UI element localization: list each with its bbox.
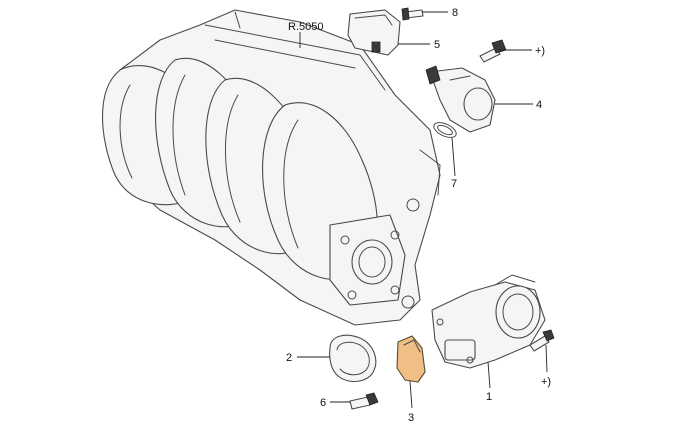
actuator-4 [425,65,496,133]
callout-2: 2 [286,352,292,364]
throttle-body [431,274,546,369]
callout-4: 4 [536,99,542,111]
bolt-top-right [479,39,507,63]
callout-3: 3 [408,412,414,424]
reference-label: R.5050 [288,21,323,33]
bolt-6 [349,392,379,410]
callout-7: 7 [451,178,457,190]
bolt-bottom-right [529,329,555,352]
sensor-5 [347,9,401,56]
callout-plus-bottom: +) [541,376,551,388]
callout-6: 6 [320,397,326,409]
callout-8: 8 [452,7,458,19]
o-ring-7 [433,122,457,138]
seal-ring [329,334,377,383]
callout-1: 1 [486,391,492,403]
callout-5: 5 [434,39,440,51]
intake-manifold [102,9,441,326]
leader-lines [297,11,548,409]
highlighted-part [396,335,426,383]
bolt-8 [401,7,424,21]
callout-plus-top: +) [535,45,545,57]
